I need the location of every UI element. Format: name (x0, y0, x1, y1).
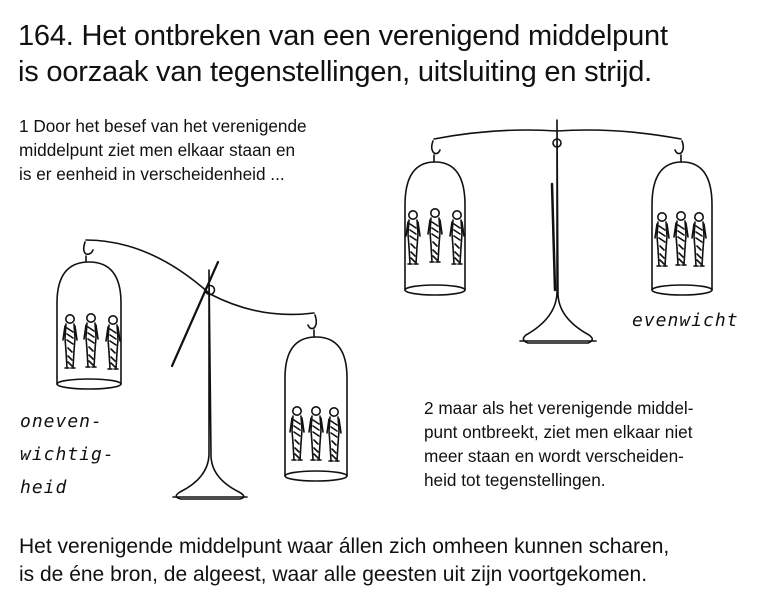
footer-line-1: Het verenigende middelpunt waar állen zi… (19, 535, 670, 558)
balanced-scale (404, 119, 713, 344)
label-unbalanced: oneven- wichtig- heid (20, 405, 115, 504)
cage-upper (56, 261, 122, 390)
title-line-2: is oorzaak van tegenstellingen, uitsluit… (18, 56, 653, 88)
label-unbalanced-line-2: wichtig- (20, 444, 115, 465)
cage-left (404, 161, 466, 296)
paragraph-1-line-3: is er eenheid in verscheidenheid ... (19, 164, 285, 184)
paragraph-2-line-1: 2 maar als het verenigende middel- (424, 398, 694, 418)
paragraph-2: 2 maar als het verenigende middel- punt … (424, 396, 693, 492)
paragraph-1-line-1: 1 Door het besef van het verenigende (19, 116, 307, 136)
page-title: 164. Het ontbreken van een verenigend mi… (18, 18, 768, 90)
footer-line-2: is de éne bron, de algeest, waar alle ge… (19, 563, 648, 586)
cage-lower (284, 336, 348, 482)
title-line-1: 164. Het ontbreken van een verenigend mi… (18, 20, 668, 52)
cage-right (651, 161, 713, 296)
paragraph-1-line-2: middelpunt ziet men elkaar staan en (19, 140, 296, 160)
paragraph-1: 1 Door het besef van het verenigende mid… (19, 114, 307, 186)
paragraph-2-line-3: meer staan en wordt verscheiden- (424, 446, 684, 466)
paragraph-2-line-2: punt ontbreekt, ziet men elkaar niet (424, 422, 693, 442)
label-unbalanced-line-3: heid (20, 477, 68, 498)
label-unbalanced-line-1: oneven- (20, 411, 103, 432)
unbalanced-scale (56, 239, 348, 500)
paragraph-2-line-4: heid tot tegenstellingen. (424, 470, 606, 490)
label-balanced: evenwicht (632, 310, 739, 331)
footer-text: Het verenigende middelpunt waar állen zi… (19, 533, 669, 589)
